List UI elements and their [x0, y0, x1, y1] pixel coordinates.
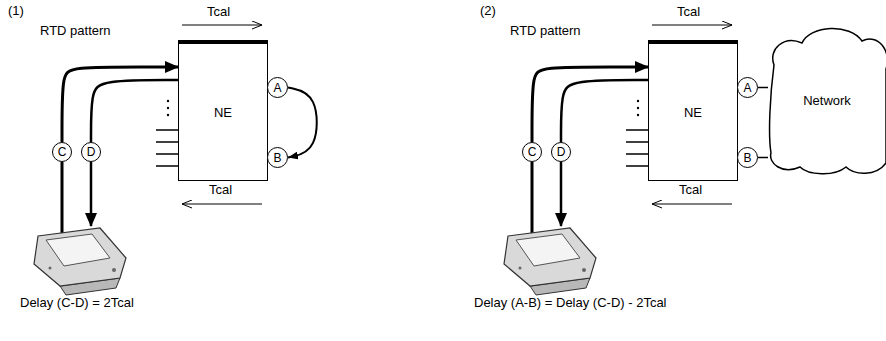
- node-text: B: [743, 152, 751, 164]
- formula-caption: Delay (C-D) = 2Tcal: [20, 296, 134, 311]
- time-arrow: [652, 25, 732, 26]
- network-element-box: NE: [178, 40, 268, 181]
- node-text: D: [87, 146, 96, 158]
- ellipsis-dots: [637, 100, 639, 116]
- signal-wire: [90, 162, 93, 226]
- test-instrument: [34, 228, 126, 295]
- panel-number: (1): [8, 4, 24, 19]
- port-circle: A: [737, 77, 758, 98]
- point-circle: D: [551, 142, 571, 162]
- network-link: [758, 87, 768, 89]
- signal-line: [561, 80, 648, 142]
- node-text: Network: [803, 94, 851, 107]
- node-text: A: [273, 82, 281, 94]
- time-label: Tcal: [679, 183, 702, 198]
- node-text: B: [273, 152, 281, 164]
- signal-label: RTD pattern: [510, 24, 581, 39]
- signal-arrow: [62, 67, 178, 142]
- port-circle: A: [267, 77, 288, 98]
- point-circle: C: [52, 142, 72, 162]
- time-arrow: [182, 25, 262, 26]
- signal-wire: [560, 162, 563, 226]
- ellipsis-dots: [167, 100, 169, 116]
- loopback-arrow: [288, 88, 317, 158]
- network-cloud: Network: [768, 25, 886, 175]
- network-link: [758, 157, 768, 159]
- node-text: D: [557, 146, 566, 158]
- signal-wire: [61, 162, 64, 234]
- node-text: A: [743, 82, 751, 94]
- panel-number: (2): [480, 4, 496, 19]
- point-circle: C: [522, 142, 542, 162]
- port-lines: [626, 130, 648, 166]
- point-circle: D: [81, 142, 101, 162]
- signal-line: [91, 80, 178, 142]
- node-text: C: [528, 146, 537, 158]
- node-text: NE: [684, 106, 702, 119]
- time-label: Tcal: [209, 183, 232, 198]
- port-circle: B: [737, 147, 758, 168]
- signal-label: RTD pattern: [40, 24, 111, 39]
- network-element-box: NE: [648, 40, 738, 181]
- port-circle: B: [267, 147, 288, 168]
- signal-arrow: [532, 67, 648, 142]
- time-arrow: [652, 204, 732, 205]
- time-label: Tcal: [207, 5, 230, 20]
- formula-caption: Delay (A-B) = Delay (C-D) - 2Tcal: [474, 296, 667, 311]
- time-arrow: [182, 204, 262, 205]
- time-label: Tcal: [677, 5, 700, 20]
- test-instrument: [504, 228, 596, 295]
- port-lines: [156, 130, 178, 166]
- node-text: C: [58, 146, 67, 158]
- signal-wire: [531, 162, 534, 234]
- node-text: NE: [214, 106, 232, 119]
